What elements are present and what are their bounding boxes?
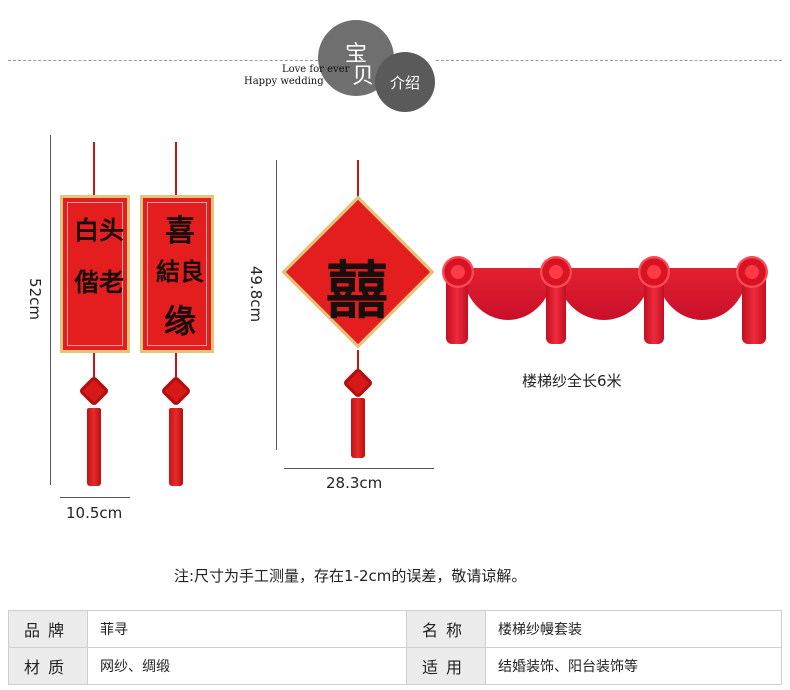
banner-left-tassel — [87, 408, 101, 486]
banner-mid-knot — [160, 375, 192, 407]
diamond-height-label: 49.8cm — [247, 265, 266, 323]
banner-mid-text3: 缘 — [163, 302, 196, 340]
garland-flower-4 — [736, 256, 768, 288]
section-title-circle: 宝 — [318, 20, 394, 96]
banner-mid-tassel — [169, 408, 183, 486]
banner-left-cord — [93, 353, 95, 379]
tagline-love: Love for ever — [282, 64, 350, 75]
header-divider-right — [436, 60, 782, 61]
spec-key-brand: 品牌 — [8, 610, 88, 648]
header-divider-left — [8, 60, 318, 61]
garland-flower-2 — [540, 256, 572, 288]
diamond-width-label: 28.3cm — [326, 474, 383, 492]
banner-mid-cord — [175, 353, 177, 379]
section-title-char1: 宝 — [344, 42, 367, 67]
banner-mid-text1: 喜 — [165, 214, 195, 249]
banner-height-line — [50, 135, 51, 485]
spec-value-brand: 菲寻 — [87, 610, 407, 648]
table-row: 品牌 菲寻 名称 楼梯纱幔套装 — [8, 610, 782, 648]
garland-swag-3 — [656, 268, 748, 320]
banner-left: 白头 偕老 — [60, 195, 130, 353]
banner-mid-text2: 結良 — [156, 257, 204, 286]
banner-left-text1: 白头 — [73, 216, 124, 245]
spec-key-name: 名称 — [406, 610, 486, 648]
diamond-cord — [357, 350, 359, 372]
banner-left-text2: 偕老 — [73, 268, 124, 297]
section-subtitle: 介绍 — [389, 73, 420, 92]
diamond-text: 囍 — [326, 254, 389, 327]
banner-mid: 喜 結良 缘 — [140, 195, 214, 353]
measurement-note: 注:尺寸为手工测量，存在1-2cm的误差，敬请谅解。 — [174, 567, 527, 585]
banner-width-label: 10.5cm — [66, 504, 123, 522]
garland-drop-3 — [644, 276, 664, 344]
garland-flower-3 — [638, 256, 670, 288]
garland-caption: 楼梯纱全长6米 — [522, 372, 622, 390]
banner-mid-string — [175, 142, 177, 196]
diamond-width-line — [284, 468, 434, 469]
tagline-wedding: Happy wedding — [244, 76, 324, 87]
banner-left-knot — [78, 375, 110, 407]
section-title-char2: 贝 — [352, 64, 375, 89]
table-row: 材质 网纱、绸缎 适用 结婚装饰、阳台装饰等 — [8, 647, 782, 685]
garland-drop-1 — [446, 276, 468, 344]
diamond-string — [357, 160, 359, 210]
spec-value-name: 楼梯纱幔套装 — [485, 610, 782, 648]
spec-table: 品牌 菲寻 名称 楼梯纱幔套装 材质 网纱、绸缎 适用 结婚装饰、阳台装饰等 — [8, 610, 782, 685]
garland-flower-1 — [442, 256, 474, 288]
banner-left-string — [93, 142, 95, 196]
spec-key-material: 材质 — [8, 647, 88, 685]
diamond-tassel — [351, 398, 365, 458]
garland-drop-2 — [546, 276, 566, 344]
section-subtitle-circle: 介绍 — [375, 52, 435, 112]
spec-key-usage: 适用 — [406, 647, 486, 685]
spec-value-material: 网纱、绸缎 — [87, 647, 407, 685]
spec-value-usage: 结婚装饰、阳台装饰等 — [485, 647, 782, 685]
banner-height-label: 52cm — [25, 278, 44, 320]
banner-width-line — [60, 497, 130, 498]
diamond-height-line — [276, 160, 277, 450]
diamond-knot — [342, 367, 374, 399]
